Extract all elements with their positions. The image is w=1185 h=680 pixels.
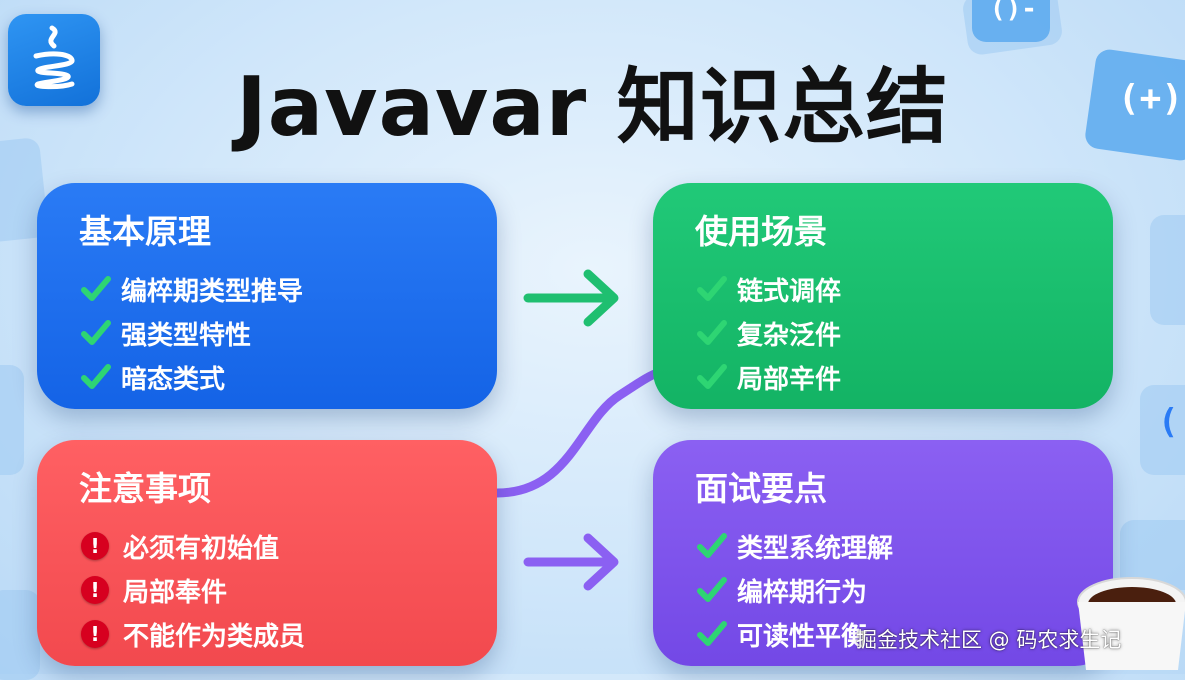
list-item: 局部辛件 xyxy=(695,355,841,399)
list-item-label: 编椊期类型推导 xyxy=(121,276,304,307)
list-item: 可读性平衡 xyxy=(695,612,893,656)
page-title: Javavar 知识总结 xyxy=(236,60,949,155)
check-icon xyxy=(81,320,111,345)
watermark: 掘金技术社区 @ 码农求生记 xyxy=(856,628,1122,652)
check-icon xyxy=(697,320,727,345)
list-item-label: 类型系统理解 xyxy=(737,533,894,564)
check-icon xyxy=(81,364,111,389)
list-item-label: 暗态类式 xyxy=(121,364,226,395)
list-item-label: 不能作为类成员 xyxy=(123,621,306,652)
list-item-label: 局部奉件 xyxy=(123,577,228,608)
exclamation-icon: ! xyxy=(81,620,109,648)
check-icon xyxy=(697,621,727,646)
bubble-side-text: ( xyxy=(1158,402,1179,442)
arrow-right-icon xyxy=(523,533,619,591)
java-logo-icon xyxy=(8,14,100,106)
list-item: ! 必须有初始值 xyxy=(79,524,305,568)
card-heading: 基本原理 xyxy=(79,212,211,251)
list-item: 暗态类式 xyxy=(79,355,303,399)
list-item: 强类型特性 xyxy=(79,311,303,355)
check-icon xyxy=(697,276,727,301)
list-item: 类型系统理解 xyxy=(695,524,893,568)
list-item-label: 局部辛件 xyxy=(737,364,842,395)
list-item-label: 强类型特性 xyxy=(121,320,252,351)
list-item: 编椊期类型推导 xyxy=(79,267,303,311)
list-item: ! 不能作为类成员 xyxy=(79,612,305,656)
list-item: 链式调倅 xyxy=(695,267,841,311)
card-notes: 注意事项 ! 必须有初始值 ! 局部奉件 ! 不能作为类成员 xyxy=(37,440,497,666)
list-item: 复杂泛件 xyxy=(695,311,841,355)
list-item: ! 局部奉件 xyxy=(79,568,305,612)
check-icon xyxy=(81,276,111,301)
card-interview-points: 面试要点 类型系统理解 编椊期行为 可读性平衡 xyxy=(653,440,1113,666)
bg-card-left-2 xyxy=(0,365,24,475)
curve-connector xyxy=(492,367,665,498)
list-item-label: 复杂泛件 xyxy=(737,320,842,351)
card-heading: 注意事项 xyxy=(79,469,211,508)
card-heading: 使用场景 xyxy=(695,212,827,251)
card-heading: 面试要点 xyxy=(695,469,827,508)
bg-card-right-lower xyxy=(1140,385,1185,475)
list-item-label: 编椊期行为 xyxy=(737,577,868,608)
coffee-cup-icon xyxy=(1077,577,1185,670)
speech-bubble-top xyxy=(972,0,1050,42)
list-item-label: 链式调倅 xyxy=(737,276,842,307)
card-basic-principles: 基本原理 编椊期类型推导 强类型特性 暗态类式 xyxy=(37,183,497,409)
check-icon xyxy=(697,364,727,389)
bg-card-left-3 xyxy=(0,590,40,680)
bubble-top-text: ()- xyxy=(990,0,1037,24)
exclamation-icon: ! xyxy=(81,576,109,604)
check-icon xyxy=(697,577,727,602)
exclamation-icon: ! xyxy=(81,532,109,560)
bg-card-right-mid xyxy=(1150,215,1185,325)
check-icon xyxy=(697,533,727,558)
arrow-right-icon xyxy=(523,269,619,327)
bubble-right-text: (+) xyxy=(1118,78,1184,119)
card-usage-scenarios: 使用场景 链式调倅 复杂泛件 局部辛件 xyxy=(653,183,1113,409)
list-item-label: 可读性平衡 xyxy=(737,621,868,652)
list-item-label: 必须有初始值 xyxy=(123,533,280,564)
list-item: 编椊期行为 xyxy=(695,568,893,612)
